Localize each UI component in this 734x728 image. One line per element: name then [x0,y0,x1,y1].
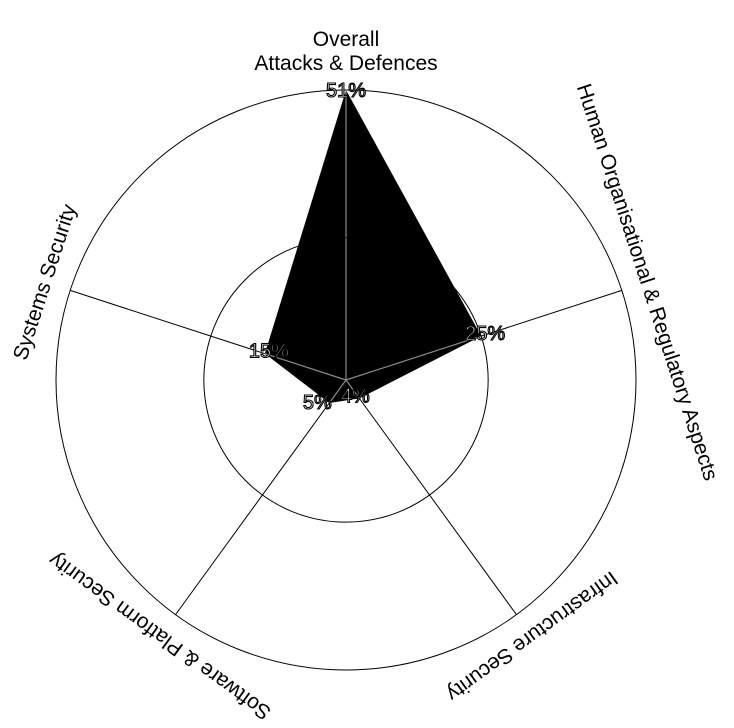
axis-label-line: Human Organisational & Regulatory Aspect… [572,81,722,483]
value-label-systems-security: 15% [249,341,289,363]
axis-label-infrastructure-security: Infrastructure Security [442,566,622,706]
axis-label-line: Software & Platform Security [44,548,275,725]
spoke-inner-software-platform-security [328,379,347,404]
spoke-infrastructure-security [345,379,517,615]
axis-label-systems-security: Systems Security [9,201,81,363]
reference-ring [203,237,489,523]
spoke-software-platform-security [175,379,347,615]
axis-label-software-platform-security: Software & Platform Security [44,548,275,725]
value-label-overall-attacks-defences: 51% [326,80,366,102]
value-label-human-organisational-regulatory-aspects: 25% [465,323,505,345]
axis-label-human-organisational-regulatory-aspects: Human Organisational & Regulatory Aspect… [572,81,722,483]
axis-label-line: Systems Security [9,201,81,363]
spoke-inner-systems-security [264,353,347,381]
value-label-infrastructure-security: 4% [341,385,370,407]
axis-label-line: Infrastructure Security [442,566,622,706]
axis-label-line: Attacks & Defences [254,52,437,75]
value-label-software-platform-security: 5% [303,392,332,414]
spoke-inner-infrastructure-security [345,379,360,399]
spoke-inner-human-organisational-regulatory-aspects [345,335,482,381]
axis-label-line: Overall [313,28,380,51]
data-area [264,90,482,404]
